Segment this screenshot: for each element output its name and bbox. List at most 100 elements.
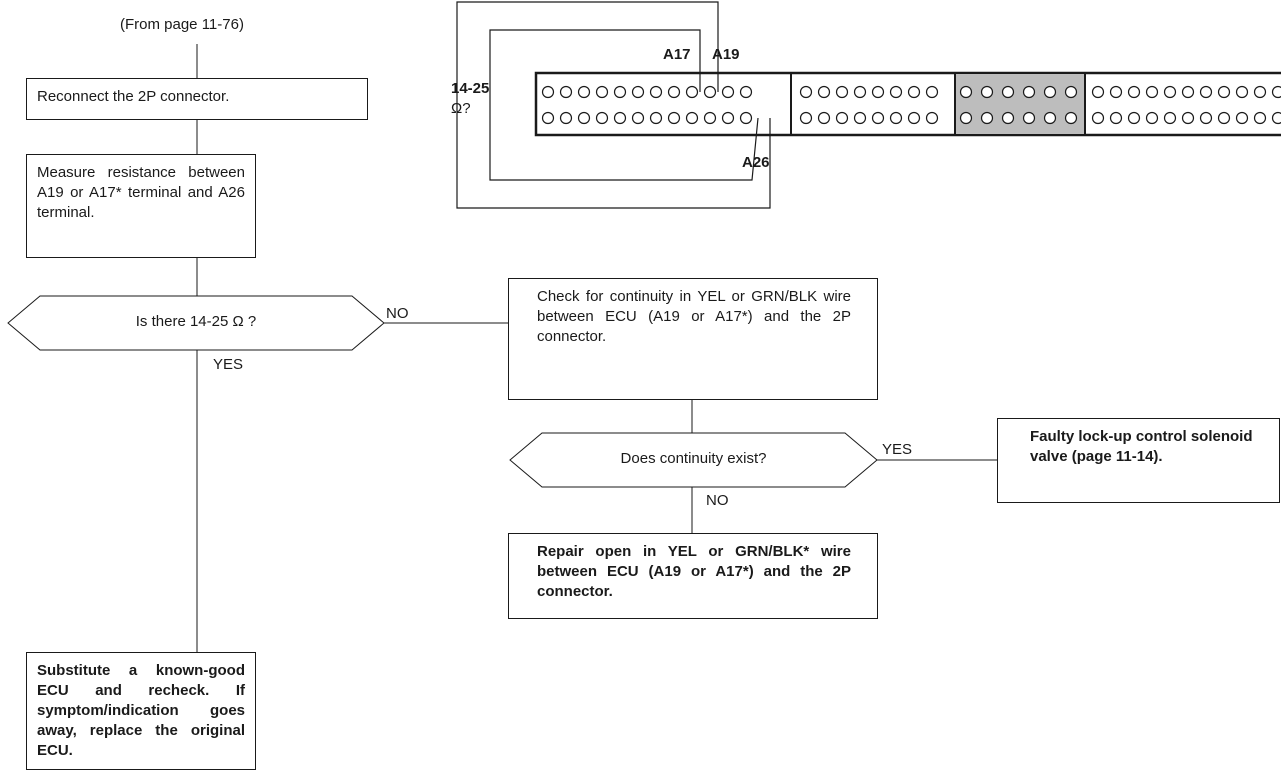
decision-resistance-text: Is there 14-25 Ω ?: [135, 313, 257, 330]
step-measure-box: Measure resistance between A19 or A17* t…: [26, 154, 256, 258]
connector-pin: [1043, 85, 1057, 99]
connector-pin: [799, 85, 813, 99]
connector-pin: [541, 85, 555, 99]
connector-pin: [1127, 85, 1141, 99]
decision-continuity-shape: [509, 432, 878, 488]
connector-pins: [541, 85, 1281, 125]
connector-pin: [685, 111, 699, 125]
connector-pin: [631, 85, 645, 99]
connector-pin: [1022, 111, 1036, 125]
connector-pin: [721, 111, 735, 125]
connector-pin: [1109, 85, 1123, 99]
connector-pin: [835, 85, 849, 99]
connector-pin: [703, 85, 717, 99]
connector-pin: [541, 111, 555, 125]
decision-resistance-yes-label: YES: [213, 356, 244, 373]
shaded-connector-section: [956, 74, 1084, 134]
connector-pin: [1091, 111, 1105, 125]
connector-pin: [649, 111, 663, 125]
connector-pin: [667, 111, 681, 125]
connector-pin: [853, 111, 867, 125]
decision-continuity-no-label: NO: [706, 492, 729, 509]
decision-resistance-no-label: NO: [386, 305, 409, 322]
connector-pin: [667, 85, 681, 99]
connector-pin: [817, 111, 831, 125]
meter-range-label: 14-25: [451, 80, 490, 97]
result-substitute-ecu-box: Substitute a known-good ECU and recheck.…: [26, 652, 256, 770]
connector-pin: [799, 111, 813, 125]
connector-pin: [980, 111, 994, 125]
probe-wire-outer: [456, 1, 771, 209]
step-check-continuity-box: Check for continuity in YEL or GRN/BLK w…: [508, 278, 878, 400]
pin-label-a19: A19: [712, 46, 740, 63]
connector-pin: [1199, 111, 1213, 125]
connector-pin: [907, 111, 921, 125]
connector-pin: [1127, 111, 1141, 125]
decision-continuity-yes-label: YES: [882, 441, 913, 458]
connector-pin: [959, 111, 973, 125]
connector-pin: [1217, 85, 1231, 99]
connector-pin: [1001, 85, 1015, 99]
result-substitute-ecu-text: Substitute a known-good ECU and recheck.…: [37, 662, 245, 759]
decision-resistance-shape: [7, 295, 385, 351]
connector-pin: [1043, 111, 1057, 125]
connector-pin: [1253, 85, 1267, 99]
connector-pin: [649, 85, 663, 99]
decision-continuity-text: Does continuity exist?: [620, 450, 767, 467]
connector-pin: [1145, 85, 1159, 99]
ecu-connector-diagram: [456, 1, 1281, 209]
connector-pin: [1109, 111, 1123, 125]
connector-pin: [959, 85, 973, 99]
connector-pin: [595, 111, 609, 125]
connector-pin: [739, 85, 753, 99]
connector-pin: [871, 85, 885, 99]
connector-pin: [559, 85, 573, 99]
connector-pin: [1001, 111, 1015, 125]
connector-pin: [1235, 111, 1249, 125]
connector-pin: [1181, 111, 1195, 125]
connector-pin: [613, 111, 627, 125]
connector-pin: [613, 85, 627, 99]
connector-pin: [835, 111, 849, 125]
connector-pin: [925, 111, 939, 125]
connector-pin: [1253, 111, 1267, 125]
probe-wire-inner: [489, 29, 759, 181]
connector-pin: [817, 85, 831, 99]
connector-pin: [1271, 111, 1281, 125]
connector-pin: [577, 85, 591, 99]
result-repair-open-text: Repair open in YEL or GRN/BLK* wire betw…: [537, 543, 851, 600]
connector-pin: [721, 85, 735, 99]
connector-pin: [1163, 111, 1177, 125]
step-check-continuity-text: Check for continuity in YEL or GRN/BLK w…: [537, 288, 851, 345]
connector-pin: [577, 111, 591, 125]
connector-pin: [685, 85, 699, 99]
connector-pin: [925, 85, 939, 99]
connector-pin: [1145, 111, 1159, 125]
step-reconnect-text: Reconnect the 2P connector.: [37, 88, 230, 105]
connector-pin: [871, 111, 885, 125]
connector-pin: [1181, 85, 1195, 99]
result-faulty-solenoid-text: Faulty lock-up control solenoid valve (p…: [1030, 428, 1253, 465]
connector-pin: [703, 111, 717, 125]
connector-pin: [980, 85, 994, 99]
from-page-label: (From page 11-76): [120, 16, 244, 33]
meter-unit-label: Ω?: [451, 100, 471, 117]
connector-pin: [853, 85, 867, 99]
connector-pin: [889, 111, 903, 125]
connector-pin: [1091, 85, 1105, 99]
connector-pin: [907, 85, 921, 99]
connector-pin: [889, 85, 903, 99]
connector-pin: [739, 111, 753, 125]
connector-pin: [595, 85, 609, 99]
result-faulty-solenoid-box: Faulty lock-up control solenoid valve (p…: [997, 418, 1280, 503]
step-reconnect-box: Reconnect the 2P connector.: [26, 78, 368, 120]
connector-pin: [1022, 85, 1036, 99]
ecu-connector-outline: [534, 71, 1281, 137]
connector-pin: [1271, 85, 1281, 99]
connector-pin: [631, 111, 645, 125]
pin-label-a26: A26: [742, 154, 770, 171]
connector-pin: [559, 111, 573, 125]
result-repair-open-box: Repair open in YEL or GRN/BLK* wire betw…: [508, 533, 878, 619]
pin-label-a17: A17: [663, 46, 691, 63]
